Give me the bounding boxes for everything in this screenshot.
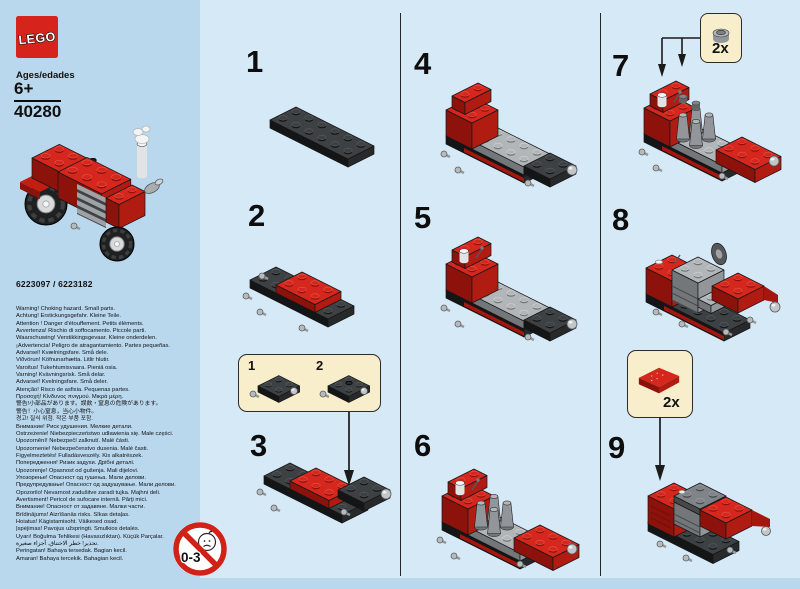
warning-line: Внимание! Опасност от задавяне. Малки ча… [16, 504, 145, 511]
step-9-model-image [647, 482, 771, 564]
lego-logo: LEGO [16, 16, 58, 58]
warning-line: Brīdinājums! Aizrīšanās risks. Sīkas det… [16, 511, 130, 518]
parts-callout-item1-label: 1 [248, 358, 256, 373]
step-2-model-image [242, 266, 355, 333]
warning-line: 警告!小部品があります。誤飲・窒息の危険があります。 [16, 401, 162, 408]
step-7-model-image [638, 80, 782, 183]
step7-callout-arrow-icon [658, 37, 700, 77]
warning-line: Упозорење! Опасност од гушења. Мали дело… [16, 474, 146, 481]
tractor-model-image [20, 125, 164, 262]
step7-callout-part-image [712, 28, 730, 43]
warning-line: Peringatan! Bahaya tersedak. Bagian keci… [16, 548, 127, 555]
column-divider-2 [600, 13, 602, 576]
warning-line: Varoitus! Tukehtumisvaara. Pieniä osia. [16, 364, 118, 371]
warning-line: Advarsel! Kvælningsfare. Små dele. [16, 350, 109, 357]
step-5-model-image [440, 236, 578, 342]
warning-line: 경고! 질식 위험. 작은 부품 포함. [16, 416, 93, 423]
age-value: 6+ [14, 79, 34, 98]
step-8-model-image [645, 242, 781, 342]
warning-line: Achtung! Erstickungsgefahr. Kleine Teile… [16, 313, 121, 320]
set-number-divider [14, 100, 61, 102]
warning-line: Attention ! Danger d'étouffement. Petits… [16, 320, 144, 327]
warning-line: Ostrzeżenie! Niebezpieczeństwo udławieni… [16, 430, 174, 437]
step-6-number: 6 [414, 428, 432, 463]
warning-line: Waarschuwing! Verstikkingsgevaar. Kleine… [16, 335, 157, 342]
warning-line: Попередження! Ризик задухи. Дрібні детал… [16, 460, 135, 467]
step-3-model-image [256, 462, 392, 524]
step-1-model-image [269, 106, 375, 168]
choking-hazard-0-3-icon: 0-3 [173, 522, 227, 576]
step-8-number: 8 [612, 202, 630, 237]
warning-line: Varning! Kvävningsrisk. Små delar. [16, 372, 106, 379]
step-1-number: 1 [246, 44, 264, 79]
warning-line: Figyelmeztetés! Fulladásveszély. Kis alk… [16, 452, 143, 459]
warning-line: Advarsel! Kvelningsfare. Små deler. [16, 379, 108, 386]
step-6-model-image [436, 468, 580, 571]
parts-callout-item2-image [319, 375, 370, 403]
warnings-list: Warning! Choking hazard. Small parts.Ach… [16, 306, 216, 563]
step9-callout-quantity: 2x [663, 394, 680, 411]
step7-callout-box [700, 13, 742, 63]
warning-line: Upozornění! Nebezpečí zalknutí. Malé čás… [16, 438, 130, 445]
step-2-number: 2 [248, 198, 266, 233]
step-9-number: 9 [608, 430, 626, 465]
warning-line: Viðvörun! Köfnunarhætta. Litlir hlutir. [16, 357, 110, 364]
element-ids: 6223097 / 6223182 [16, 279, 93, 289]
warning-line: Предупредување! Опасност од задушување. … [16, 482, 176, 489]
choking-age-label: 0-3 [181, 550, 201, 565]
step-7-number: 7 [612, 48, 630, 83]
step-3-number: 3 [250, 428, 268, 463]
warning-line: 警告！小心窒息，当心小物件。 [16, 408, 98, 415]
warning-line: ¡Advertencia! Peligro de atragantamiento… [16, 342, 171, 349]
lego-logo-text: LEGO [18, 30, 57, 48]
warning-line: Внимание! Риск удушения. Мелкие детали. [16, 423, 133, 430]
warning-line: Uyarı! Boğulma Tehlikesi (Havasızlıktan)… [16, 533, 164, 540]
warning-line: Opozorilo! Nevarnost zadušitve zaradi tu… [16, 489, 161, 496]
step-4-model-image [440, 82, 578, 188]
warning-line: Įspėjimas! Pavojus užspringti. Smulkios … [16, 526, 140, 533]
step-4-number: 4 [414, 46, 432, 81]
warning-line: Avertisment! Pericol de sufocare internă… [16, 496, 148, 503]
warning-line: تحذير! خطر الاختناق. أجزاء صغيرة. [16, 541, 99, 547]
step9-callout-arrow-icon [655, 417, 665, 481]
ages-label: Ages/edades [16, 70, 75, 81]
warning-line: Amaran! Bahaya tercekik. Bahagian kecil. [16, 555, 124, 562]
warning-line: Upozorenje! Opasnost od gušenja. Mali di… [16, 467, 139, 474]
warning-line: Warning! Choking hazard. Small parts. [16, 306, 116, 312]
set-number: 40280 [14, 102, 62, 121]
warning-line: Upozornenie! Nebezpečenstvo dusenia. Mal… [16, 445, 149, 452]
column-divider-1 [400, 13, 402, 576]
parts-callout-item2-label: 2 [316, 358, 324, 373]
step7-callout-quantity: 2x [712, 40, 729, 57]
warning-line: Προσοχή! Κίνδυνος πνιγμού. Μικρά μέρη. [16, 394, 124, 401]
warning-line: Atenção! Risco de asfixia. Pequenas part… [16, 386, 130, 393]
parts-callout-arrow-icon [344, 412, 354, 486]
warning-line: Hoiatus! Kägistamisoht. Väikesed osad. [16, 518, 119, 525]
warning-line: Avvertenza! Rischio di soffocamento. Pic… [16, 328, 146, 335]
step-5-number: 5 [414, 200, 432, 235]
step9-callout-part-image [638, 367, 680, 394]
parts-callout-item1-image [249, 375, 300, 403]
